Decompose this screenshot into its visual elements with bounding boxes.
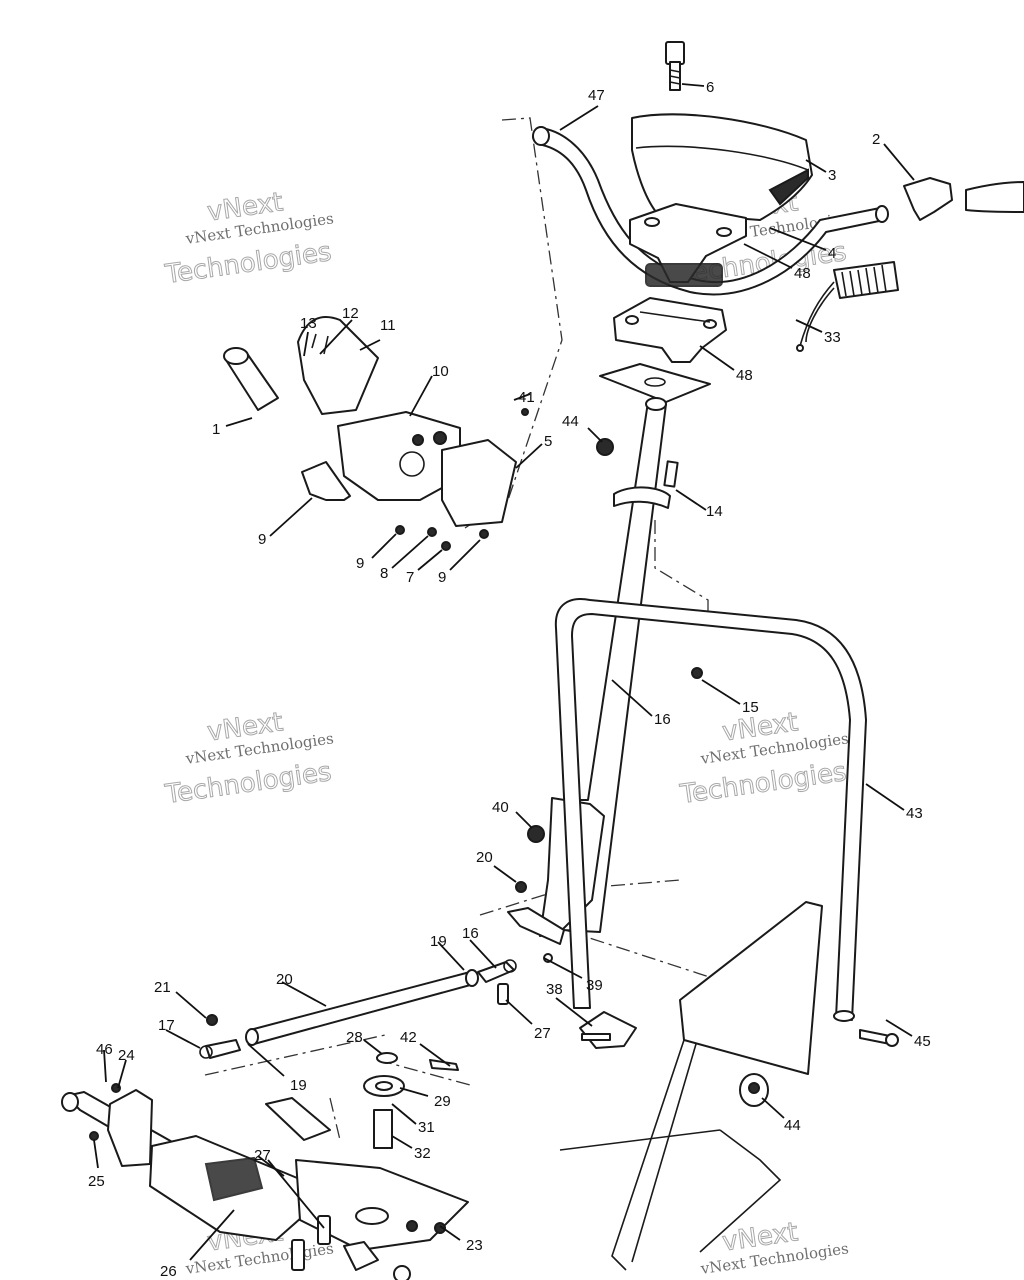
callout-14: 13 [300, 315, 317, 332]
cover-12 [297, 315, 379, 415]
steering-post [507, 397, 679, 945]
callout-12: 11 [380, 317, 396, 334]
callout-13: 12 [342, 305, 359, 322]
callout-38: 38 [546, 981, 563, 998]
callout-20-right: 19 [430, 933, 447, 950]
callout-39: 39 [586, 977, 603, 994]
callout-43: 43 [906, 805, 923, 822]
callout-48-lower: 48 [736, 367, 753, 384]
callout-27-right: 27 [534, 1025, 551, 1042]
handlebar-assembly [532, 41, 1024, 403]
callout-8: 8 [380, 565, 388, 582]
watermark-mid-right: vNext vNext Technologies Technologies [677, 707, 850, 811]
callout-27-left: 27 [254, 1147, 271, 1164]
callout-42: 42 [400, 1029, 417, 1046]
switch-housing [337, 411, 461, 501]
callout-47: 47 [588, 87, 605, 104]
callout-19-right: 16 [462, 925, 479, 942]
leader-lines [93, 83, 915, 1261]
callout-6: 6 [706, 79, 714, 96]
callout-19-left: 17 [158, 1017, 175, 1034]
callout-44-upper: 44 [562, 413, 579, 430]
callout-1: 1 [212, 421, 220, 438]
mounting-plate [599, 363, 711, 403]
callout-46: 46 [96, 1041, 113, 1058]
left-control-group [223, 315, 529, 551]
callout-32: 32 [414, 1145, 431, 1162]
callout-20-left: 19 [290, 1077, 307, 1094]
callout-41: 41 [518, 389, 535, 406]
callout-45: 45 [914, 1033, 931, 1050]
callout-10: 10 [432, 363, 449, 380]
handlebar-grip [796, 261, 899, 352]
callout-11: 9 [258, 531, 266, 548]
tie-rod [199, 959, 517, 1059]
callout-9-right: 9 [438, 569, 446, 586]
callout-16: 15 [742, 699, 759, 716]
callout-29: 29 [434, 1093, 451, 1110]
callout-48-upper: 48 [794, 265, 811, 282]
bracket-5 [441, 439, 517, 527]
callout-4: 4 [828, 245, 836, 262]
watermark-top-left: vNext vNext Technologies Technologies [162, 187, 335, 291]
callout-28: 28 [346, 1029, 363, 1046]
callout-25: 25 [88, 1173, 105, 1190]
knob-11 [301, 461, 351, 501]
callout-3: 3 [828, 167, 836, 184]
handlebar-pad [631, 113, 813, 221]
callout-26: 26 [160, 1263, 177, 1280]
callout-33: 33 [824, 329, 841, 346]
callout-7: 7 [406, 569, 414, 586]
callout-2: 2 [872, 131, 880, 148]
spindle-assembly [61, 1083, 469, 1280]
kingpin-stack [363, 1052, 459, 1149]
callout-40: 40 [492, 799, 509, 816]
watermark-mid-left: vNext vNext Technologies Technologies [162, 707, 335, 811]
callout-23-spindle: 23 [466, 1237, 483, 1254]
callout-15: 14 [706, 503, 723, 520]
throttle-lever [903, 177, 1024, 221]
callout-9-left: 9 [356, 555, 364, 572]
callout-23-rod: 21 [154, 979, 171, 996]
callout-labels: 6 47 3 2 4 48 48 33 44 14 15 16 43 40 20… [88, 79, 931, 1280]
top-bolt [665, 41, 685, 91]
left-grip [223, 347, 279, 411]
watermark-bottom-right: vNext vNext Technologies [699, 1217, 850, 1278]
callout-5: 5 [544, 433, 552, 450]
callout-31: 31 [418, 1119, 435, 1136]
watermark-group: vNext vNext Technologies Technologies vN… [162, 187, 850, 1278]
callout-21: 20 [276, 971, 293, 988]
callout-24: 24 [118, 1047, 135, 1064]
floor-pan [497, 901, 899, 1271]
lower-clamp [613, 297, 727, 363]
callout-23-post: 20 [476, 849, 493, 866]
front-hoop [554, 598, 867, 1022]
callout-17: 16 [654, 711, 671, 728]
callout-44-lower: 44 [784, 1117, 801, 1134]
